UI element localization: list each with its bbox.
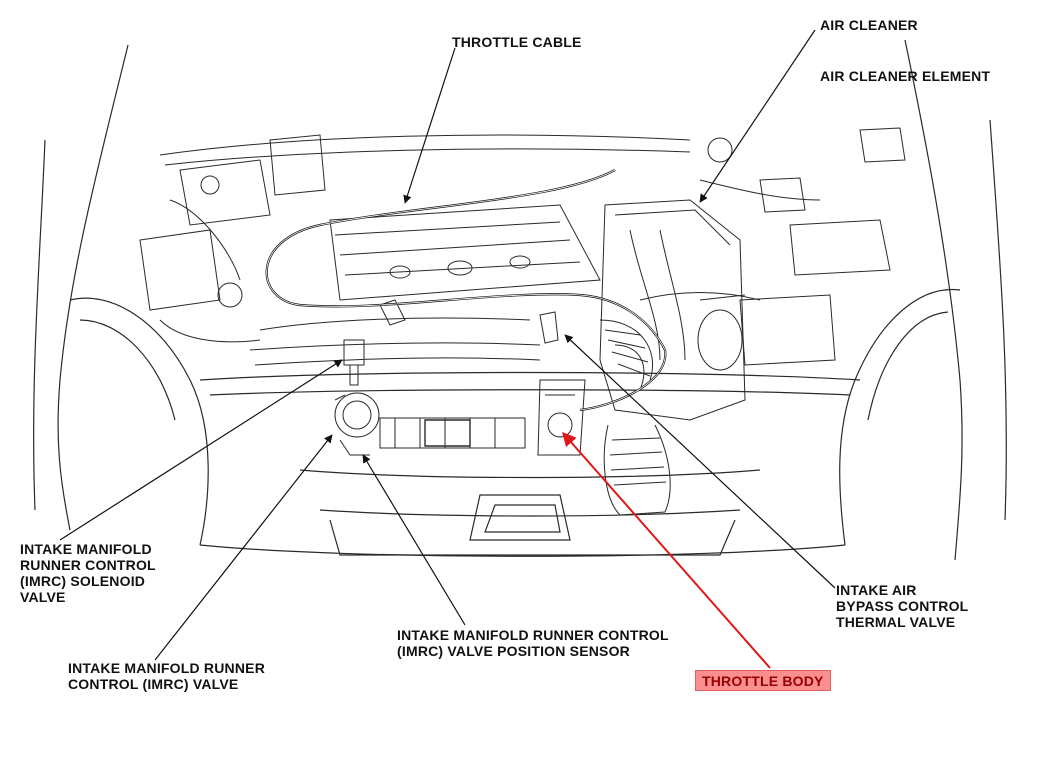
label-line: VALVE	[20, 589, 66, 605]
label-air-cleaner: AIR CLEANER	[820, 17, 918, 33]
leader-bypass-valve	[564, 334, 836, 589]
leader-imrc-valve	[154, 434, 333, 661]
label-line: THERMAL VALVE	[836, 614, 956, 630]
label-line: INTAKE MANIFOLD	[20, 541, 152, 557]
leader-imrc-solenoid	[59, 359, 343, 541]
label-line: (IMRC) VALVE POSITION SENSOR	[397, 643, 630, 659]
label-line: (IMRC) SOLENOID	[20, 573, 146, 589]
car-body-outline	[33, 39, 1007, 561]
leader-air-cleaner	[699, 29, 816, 203]
label-line: RUNNER CONTROL	[20, 557, 156, 573]
engine-components	[139, 127, 906, 516]
label-imrc-valve: INTAKE MANIFOLD RUNNER CONTROL (IMRC) VA…	[68, 660, 265, 692]
label-line: CONTROL (IMRC) VALVE	[68, 676, 239, 692]
label-air-cleaner-element: AIR CLEANER ELEMENT	[820, 68, 991, 84]
leader-throttle-cable	[403, 47, 456, 204]
label-line: INTAKE AIR	[836, 582, 917, 598]
label-throttle-cable: THROTTLE CABLE	[452, 34, 582, 50]
label-line: INTAKE MANIFOLD RUNNER CONTROL	[397, 627, 669, 643]
leader-throttle-body	[562, 431, 771, 669]
label-line: INTAKE MANIFOLD RUNNER	[68, 660, 266, 676]
label-imrc-position-sensor: INTAKE MANIFOLD RUNNER CONTROL (IMRC) VA…	[397, 627, 669, 659]
label-bypass-thermal-valve: INTAKE AIR BYPASS CONTROL THERMAL VALVE	[836, 582, 968, 630]
label-imrc-solenoid-valve: INTAKE MANIFOLD RUNNER CONTROL (IMRC) SO…	[20, 541, 156, 605]
label-throttle-body: THROTTLE BODY	[695, 670, 831, 691]
label-line: BYPASS CONTROL	[836, 598, 969, 614]
leader-imrc-sensor	[362, 454, 466, 626]
